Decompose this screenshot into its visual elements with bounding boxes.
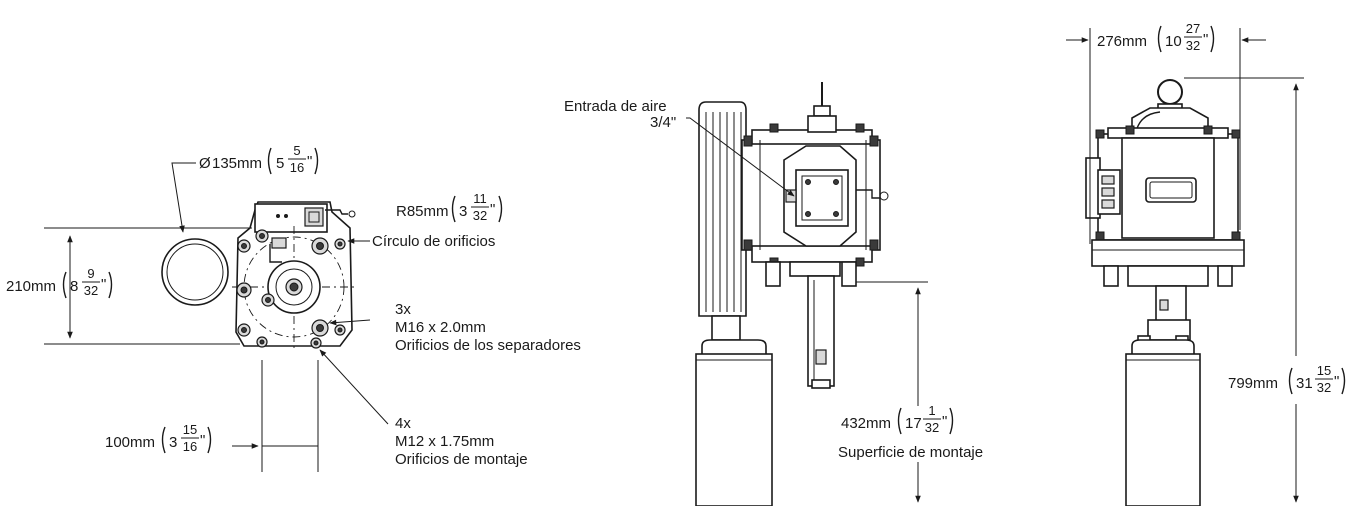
- height-210-dimension-label: 210mm 8 9 32 ": [6, 266, 113, 299]
- height-432-inch-denominator: 32: [925, 420, 939, 435]
- height-210-inch-whole: 8: [70, 278, 78, 295]
- width-276-dimension-label: 276mm 10 27 32 ": [1097, 21, 1215, 53]
- spacer-holes-label: Orificios de los separadores: [395, 337, 581, 354]
- height-432-inch-unit: ": [942, 413, 947, 430]
- height-432-inch-numerator: 1: [928, 403, 935, 418]
- diameter-inch-unit: ": [307, 153, 312, 170]
- height-210-value: 210mm: [6, 278, 56, 295]
- width-276-value: 276mm: [1097, 33, 1147, 50]
- output-shaft: [807, 275, 835, 387]
- diameter-inch-whole: 5: [276, 155, 284, 172]
- height-799-inch-unit: ": [1334, 373, 1339, 390]
- top-view: [44, 162, 389, 472]
- height-210-inch-numerator: 9: [87, 266, 94, 281]
- front-view: [1066, 28, 1304, 506]
- width-276-inch-denominator: 32: [1186, 38, 1200, 53]
- radius-inch-denominator: 32: [473, 208, 487, 223]
- height-799-value: 799mm: [1228, 375, 1278, 392]
- mount-holes-label: Orificios de montaje: [395, 451, 528, 468]
- radius-inch-whole: 3: [459, 203, 467, 220]
- nameplate-slot: [1145, 177, 1197, 203]
- width-100-inch-numerator: 15: [183, 422, 197, 437]
- height-799-inch-numerator: 15: [1317, 363, 1331, 378]
- diameter-value: 135mm: [212, 155, 262, 172]
- container-drum: [695, 353, 773, 506]
- mounting-surface-label: Superficie de montaje: [838, 444, 983, 461]
- width-276-inch-whole: 10: [1165, 33, 1182, 50]
- radius-value: R85mm: [396, 203, 449, 220]
- height-210-inch-denominator: 32: [84, 283, 98, 298]
- air-inlet-label: Entrada de aire: [564, 98, 667, 115]
- height-432-dimension-label: 432mm 17 1 32 ": [841, 403, 954, 435]
- diameter-dimension-label: Ø 135mm 5 5 16 ": [199, 143, 319, 175]
- width-100-inch-whole: 3: [169, 434, 177, 451]
- height-799-inch-denominator: 32: [1317, 380, 1331, 395]
- height-799-inch-whole: 31: [1296, 375, 1313, 392]
- height-432-inch-whole: 17: [905, 415, 922, 432]
- radius-dimension-label: R85mm 3 11 32 ": [396, 191, 503, 223]
- radius-inch-unit: ": [490, 201, 495, 218]
- diameter-inch-numerator: 5: [293, 143, 300, 158]
- side-view: [686, 82, 928, 506]
- spacer-thread: M16 x 2.0mm: [395, 319, 486, 336]
- height-799-dimension-label: 799mm 31 15 32 ": [1228, 363, 1346, 395]
- width-100-inch-unit: ": [200, 432, 205, 449]
- diameter-symbol: Ø: [199, 155, 211, 172]
- cylinder-outline: [161, 238, 229, 306]
- spacer-count: 3x: [395, 301, 411, 318]
- radius-inch-numerator: 11: [473, 191, 487, 206]
- mount-thread: M12 x 1.75mm: [395, 433, 494, 450]
- hole-circle-label: Círculo de orificios: [372, 233, 495, 250]
- front-bolts: [1095, 125, 1241, 241]
- width-276-inch-numerator: 27: [1186, 21, 1200, 36]
- air-inlet-fitting: [785, 189, 797, 203]
- front-drum: [1125, 353, 1201, 506]
- width-100-inch-denominator: 16: [183, 439, 197, 454]
- lifting-eye: [1157, 79, 1183, 105]
- width-276-inch-unit: ": [1203, 31, 1208, 48]
- diameter-inch-denominator: 16: [290, 160, 304, 175]
- air-inlet-size: 3/4": [650, 114, 676, 131]
- height-210-inch-unit: ": [101, 276, 106, 293]
- width-100-value: 100mm: [105, 434, 155, 451]
- width-100-dimension-label: 100mm 3 15 16 ": [105, 422, 212, 454]
- mount-count: 4x: [395, 415, 411, 432]
- mounting-bolts: [236, 229, 346, 349]
- height-432-value: 432mm: [841, 415, 891, 432]
- front-cover: [795, 169, 849, 227]
